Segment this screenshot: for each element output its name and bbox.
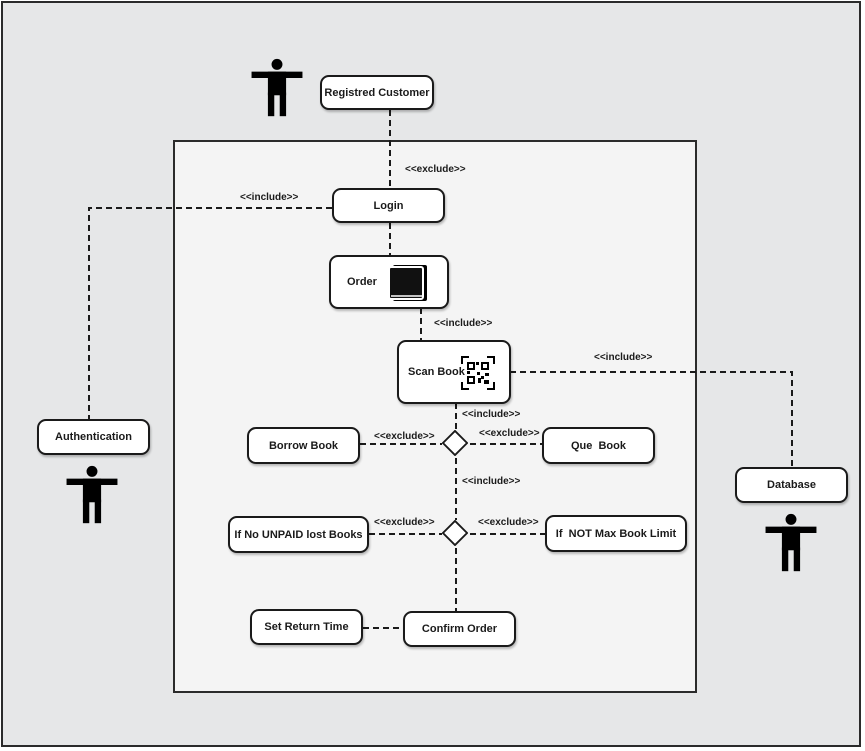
confirm-order-node: Confirm Order xyxy=(403,611,516,647)
stereotype-label: <<exclude>> xyxy=(478,517,539,528)
person-icon xyxy=(765,513,817,572)
diamond-icon xyxy=(442,430,468,456)
link-scan-database xyxy=(510,371,793,467)
set-return-time-label: Set Return Time xyxy=(264,621,349,633)
link-login-auth xyxy=(88,207,332,419)
que-book-node: Que Book xyxy=(542,427,655,464)
stereotype-label: <<include>> xyxy=(462,409,521,420)
not-max-limit-node: If NOT Max Book Limit xyxy=(545,515,687,552)
system-boundary xyxy=(173,140,697,693)
order-label: Order xyxy=(347,276,377,288)
authentication-label: Authentication xyxy=(55,431,132,443)
authentication-node: Authentication xyxy=(37,419,150,455)
database-node: Database xyxy=(735,467,848,503)
confirm-order-label: Confirm Order xyxy=(421,623,498,635)
person-icon xyxy=(66,465,118,524)
stereotype-label: <<exclude>> xyxy=(374,431,435,442)
diamond-icon xyxy=(442,520,468,546)
login-node: Login xyxy=(332,188,445,223)
registered-customer-node: Registred Customer xyxy=(320,75,434,110)
not-max-limit-label: If NOT Max Book Limit xyxy=(555,527,677,540)
scan-book-label: Scan Book xyxy=(408,366,465,378)
stereotype-label: <<include>> xyxy=(594,352,653,363)
stereotype-label: <<include>> xyxy=(434,318,493,329)
stereotype-label: <<exclude>> xyxy=(479,428,540,439)
stereotype-label: <<exclude>> xyxy=(374,517,435,528)
set-return-time-node: Set Return Time xyxy=(250,609,363,645)
stereotype-label: <<exclude>> xyxy=(405,164,466,175)
no-unpaid-node: If No UNPAID lost Books xyxy=(228,516,369,553)
stereotype-label: <<include>> xyxy=(240,192,299,203)
borrow-book-node: Borrow Book xyxy=(247,427,360,464)
borrow-book-label: Borrow Book xyxy=(268,439,339,452)
book-icon xyxy=(388,265,427,301)
que-book-label: Que Book xyxy=(570,439,626,452)
scan-book-node: Scan Book xyxy=(397,340,511,404)
no-unpaid-label: If No UNPAID lost Books xyxy=(234,528,363,541)
registered-customer-label: Registred Customer xyxy=(324,86,430,99)
login-label: Login xyxy=(373,199,404,212)
qr-code-icon xyxy=(461,356,495,390)
order-node: Order xyxy=(329,255,449,309)
stereotype-label: <<include>> xyxy=(462,476,521,487)
person-icon xyxy=(251,58,303,117)
database-label: Database xyxy=(767,479,816,491)
